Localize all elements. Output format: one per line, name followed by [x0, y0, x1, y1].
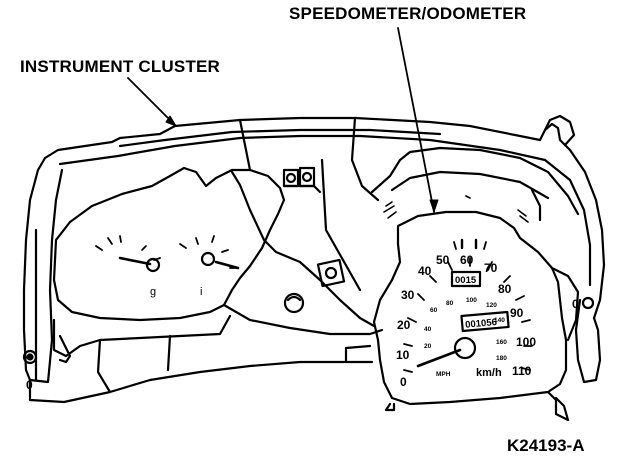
instrument-cluster-callout: INSTRUMENT CLUSTER	[20, 57, 221, 76]
trip-window	[450, 270, 482, 288]
right-lower-hole	[581, 296, 595, 310]
mph-label-50: 50	[436, 253, 450, 267]
left-gauge-hub	[145, 257, 161, 273]
kmh-label-160: 160	[496, 339, 507, 346]
kmh-label-180: 180	[496, 355, 507, 362]
lamp-socket	[316, 258, 346, 288]
right-mount-zero: 0	[572, 297, 579, 311]
trip-readout: 0015	[455, 275, 477, 286]
mph-label-60: 60	[460, 253, 474, 267]
housing-top-inner	[58, 134, 592, 287]
right-gauge-mark: i	[200, 286, 202, 298]
mph-label-70: 70	[484, 261, 498, 275]
left-lower-stem	[344, 344, 374, 364]
right-lower-stem	[546, 390, 570, 422]
mph-label-100: 100	[516, 335, 536, 349]
mph-scale: 0 10 20 30 40 50 60 70 80 90 100 110	[396, 253, 536, 389]
mph-label-30: 30	[401, 288, 415, 302]
speedometer-odometer-callout: SPEEDOMETER/ODOMETER	[289, 4, 527, 23]
speedometer-ticks	[403, 238, 533, 373]
odometer-readout: 001056	[465, 317, 498, 331]
speedometer-dial	[372, 210, 568, 406]
right-gauge-hub	[200, 251, 216, 267]
kmh-label-80: 80	[446, 300, 454, 307]
left-gauge-mark: g	[150, 286, 156, 298]
kmh-label-120: 120	[486, 302, 497, 309]
housing-upper-ridge	[118, 128, 442, 148]
right-lower-ear	[574, 298, 602, 384]
kmh-label-20: 20	[424, 343, 432, 350]
mph-label-40: 40	[418, 264, 432, 278]
right-gauge-needle	[214, 260, 240, 270]
mph-label-10: 10	[396, 348, 410, 362]
kmh-unit: km/h	[476, 367, 502, 379]
reset-knob	[283, 292, 305, 314]
kmh-label-40: 40	[424, 326, 432, 333]
right-support	[550, 266, 580, 342]
odometer-window	[460, 310, 510, 333]
kmh-scale: 20 40 60 80 100 120 140 160 180	[424, 297, 507, 362]
kmh-label-100: 100	[466, 297, 477, 304]
speedometer-needle	[416, 348, 462, 368]
mph-label-20: 20	[397, 318, 411, 332]
mph-unit: MPH	[436, 371, 451, 378]
housing-divider	[222, 303, 384, 336]
left-mount-zero: 0	[26, 378, 33, 392]
speedometer-hub	[453, 336, 477, 360]
right-mount-ear	[543, 114, 576, 147]
kmh-label-140: 140	[494, 317, 505, 324]
left-gauge-needle	[118, 256, 152, 266]
mph-label-0: 0	[400, 375, 407, 389]
figure-code: K24193-A	[507, 436, 585, 455]
mph-label-80: 80	[498, 282, 512, 296]
left-lower-bracket	[28, 378, 152, 404]
tach-lens	[370, 146, 580, 216]
mph-label-110: 110	[512, 364, 532, 378]
left-gauge-face	[52, 166, 286, 322]
kmh-label-60: 60	[430, 307, 438, 314]
cluster-leader	[127, 77, 177, 127]
left-lower-panel	[52, 314, 232, 358]
tach-ticks	[383, 195, 529, 223]
housing-top-rim	[43, 116, 606, 320]
left-mount-ear	[22, 156, 64, 384]
left-gauge-ticks	[95, 235, 237, 269]
left-mount-hole	[22, 349, 38, 365]
speedometer-leader	[397, 27, 435, 213]
mph-label-90: 90	[510, 306, 524, 320]
